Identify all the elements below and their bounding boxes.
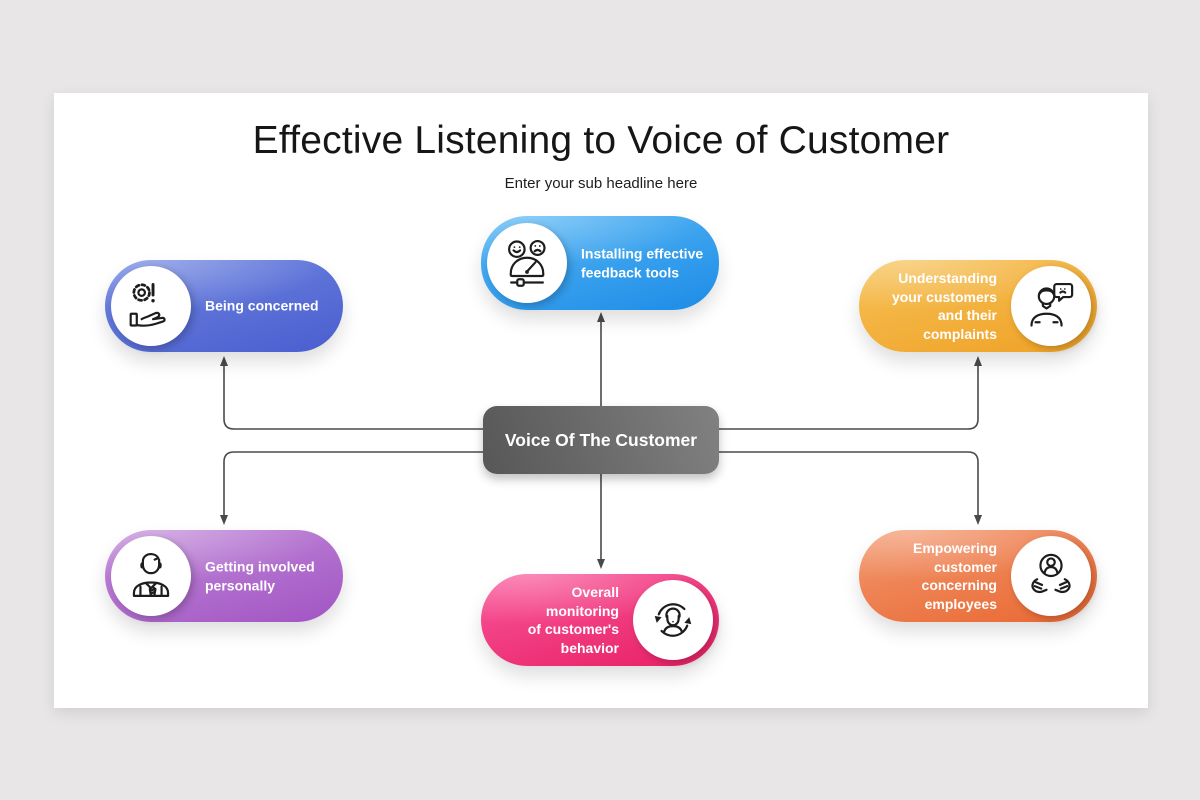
slide: Effective Listening to Voice of Customer…	[54, 93, 1148, 708]
node-label: Getting involved personally	[205, 558, 315, 593]
node-getting-involved-personally: Getting involved personally	[105, 530, 343, 622]
node-empowering-employees: Empowering customer concerning employees	[859, 530, 1097, 622]
icon-circle	[1011, 266, 1091, 346]
customer-complaint-icon	[1025, 280, 1077, 332]
icon-circle	[111, 536, 191, 616]
node-label: Overall monitoring of customer's behavio…	[527, 583, 619, 656]
node-label: Empowering customer concerning employees	[912, 539, 997, 612]
node-understanding-customers: Understanding your customers and their c…	[859, 260, 1097, 352]
node-installing-feedback-tools: Installing effective feedback tools	[481, 216, 719, 310]
center-node-voice-of-customer: Voice Of The Customer	[483, 406, 719, 474]
node-label: Understanding your customers and their c…	[891, 269, 997, 342]
caring-hands-icon	[1025, 550, 1077, 602]
node-being-concerned: Being concerned	[105, 260, 343, 352]
page-title: Effective Listening to Voice of Customer	[252, 119, 950, 162]
icon-circle	[111, 266, 191, 346]
center-node-label: Voice Of The Customer	[504, 429, 698, 450]
node-overall-monitoring: Overall monitoring of customer's behavio…	[481, 574, 719, 666]
icon-circle	[487, 223, 567, 303]
page-subtitle: Enter your sub headline here	[504, 175, 698, 192]
hand-gear-alert-icon	[125, 280, 177, 332]
node-label: Being concerned	[205, 297, 319, 314]
icon-circle	[1011, 536, 1091, 616]
icon-circle	[633, 580, 713, 660]
businessman-icon	[125, 550, 177, 602]
connector-lines	[220, 312, 982, 569]
customer-cycle-icon	[647, 594, 699, 646]
node-label: Installing effective feedback tools	[581, 245, 704, 280]
feedback-gauge-icon	[501, 237, 553, 289]
